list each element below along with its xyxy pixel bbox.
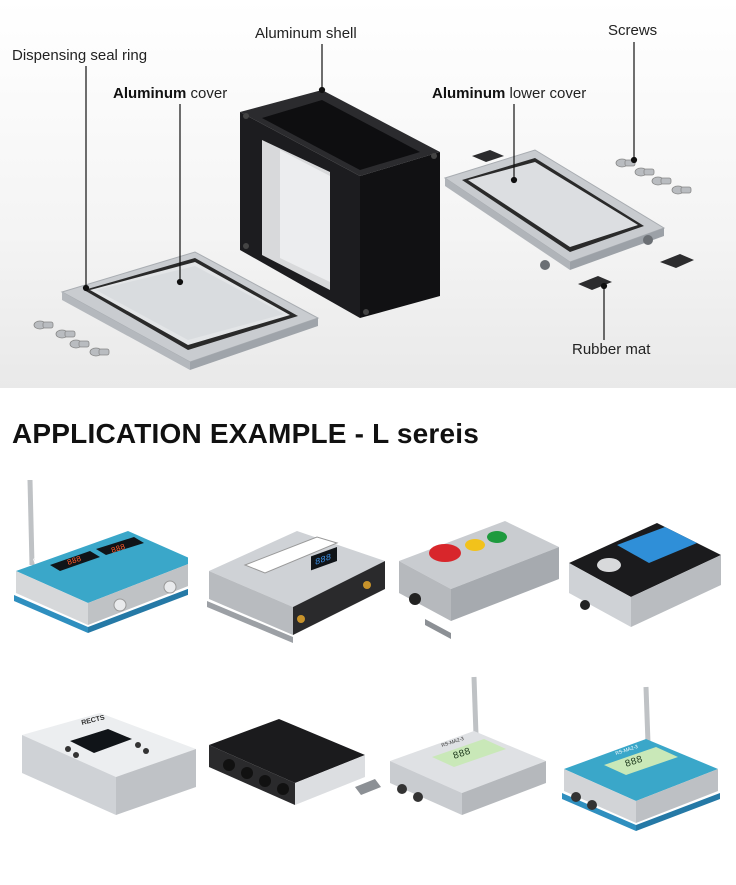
section-title: APPLICATION EXAMPLE - L sereis	[12, 418, 480, 449]
lcd	[70, 729, 132, 753]
label-aluminum-lower-cover-rest: lower cover	[505, 85, 587, 102]
antenna	[643, 686, 651, 744]
green-button	[487, 531, 507, 543]
display-1: 888	[66, 555, 83, 568]
product-example-7: 888 RS-MA2-3	[388, 675, 558, 845]
red-button	[429, 544, 461, 562]
product-example-5: RECTS	[8, 705, 196, 875]
cover-screws	[33, 320, 110, 357]
label-aluminum-shell: Aluminum shell	[255, 25, 357, 42]
label-aluminum-lower-cover-bold: Aluminum	[432, 85, 506, 102]
blue-socket	[617, 527, 697, 563]
exploded-view-panel: Dispensing seal ring Aluminum cover Alum…	[0, 0, 736, 388]
rubber-mats	[472, 150, 694, 290]
antenna	[27, 479, 35, 566]
product-example-3	[395, 515, 565, 685]
label-aluminum-cover-bold: Aluminum	[113, 85, 187, 102]
display	[311, 546, 337, 571]
label-aluminum-cover: Aluminum cover	[113, 85, 227, 102]
product-example-6	[205, 715, 381, 885]
aluminum-lower-cover	[443, 149, 666, 270]
label-screws: Screws	[608, 22, 658, 39]
product-example-8: 888 RS-MA2-3	[562, 685, 732, 855]
display-2: 888	[110, 543, 127, 556]
yellow-button	[465, 539, 485, 551]
label-aluminum-lower-cover: Aluminum lower cover	[432, 85, 586, 102]
antenna	[471, 676, 479, 736]
label-dispensing-seal-ring: Dispensing seal ring	[12, 47, 148, 64]
display-value: 888	[452, 747, 473, 763]
lower-screws	[615, 158, 692, 195]
product-example-1: 888 888 RECTS	[8, 475, 188, 645]
product-example-2: 888	[205, 515, 385, 685]
lcd	[604, 747, 678, 775]
exploded-view-illustration	[33, 42, 694, 370]
label-rubber-mat: Rubber mat	[572, 341, 651, 358]
lcd	[432, 739, 506, 767]
leader-lines	[82, 42, 638, 340]
label-aluminum-cover-rest: cover	[186, 85, 228, 102]
product-example-4	[565, 515, 735, 685]
aluminum-cover	[60, 251, 320, 370]
aluminum-shell	[240, 90, 440, 318]
display-value: 888	[624, 755, 645, 771]
